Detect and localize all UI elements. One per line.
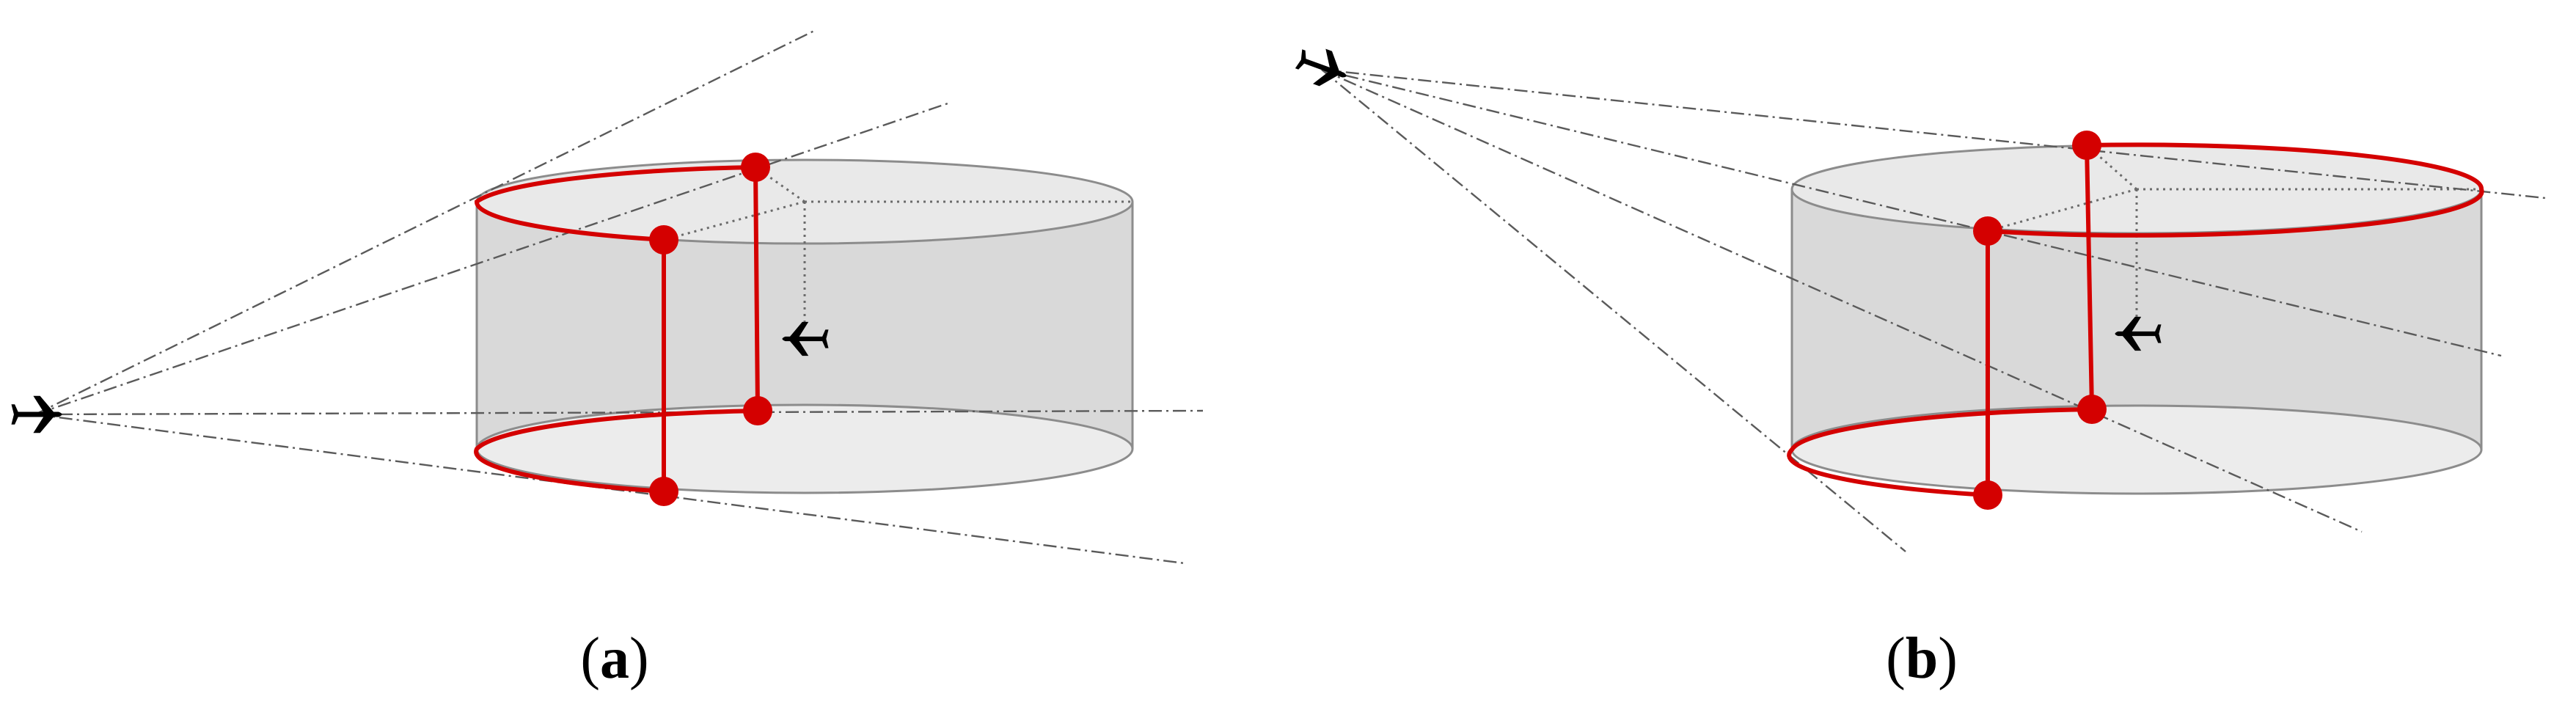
point-a1 [741, 153, 770, 182]
sight-rays-a [34, 29, 1204, 565]
point-b3 [2077, 395, 2107, 424]
panel-b: (b) [1292, 41, 2546, 691]
point-b1 [2072, 131, 2101, 160]
point-a4 [649, 477, 678, 506]
panel-label-b: (b) [1886, 626, 1958, 691]
intersection-a [474, 153, 772, 506]
top-arc-a [475, 165, 758, 242]
cylinder-a-bottom [475, 403, 1134, 494]
panel-label-a: (a) [580, 626, 648, 691]
bottom-arc-a [474, 409, 760, 494]
intersection-b [1787, 131, 2484, 510]
panel-a: (a) [11, 29, 1204, 691]
construction-lines-a [663, 166, 1133, 326]
point-b4 [1973, 480, 2002, 510]
point-a3 [743, 396, 772, 425]
airplane-icon [1292, 41, 1353, 94]
bottom-arc-b [1787, 407, 2094, 497]
point-a2 [649, 225, 678, 255]
cylinder-b-bottom [1790, 404, 2483, 495]
point-b2 [1973, 216, 2002, 246]
top-ring-b [1986, 142, 2484, 238]
construction-lines-b [1987, 144, 2481, 323]
airplane-icon [11, 395, 62, 433]
